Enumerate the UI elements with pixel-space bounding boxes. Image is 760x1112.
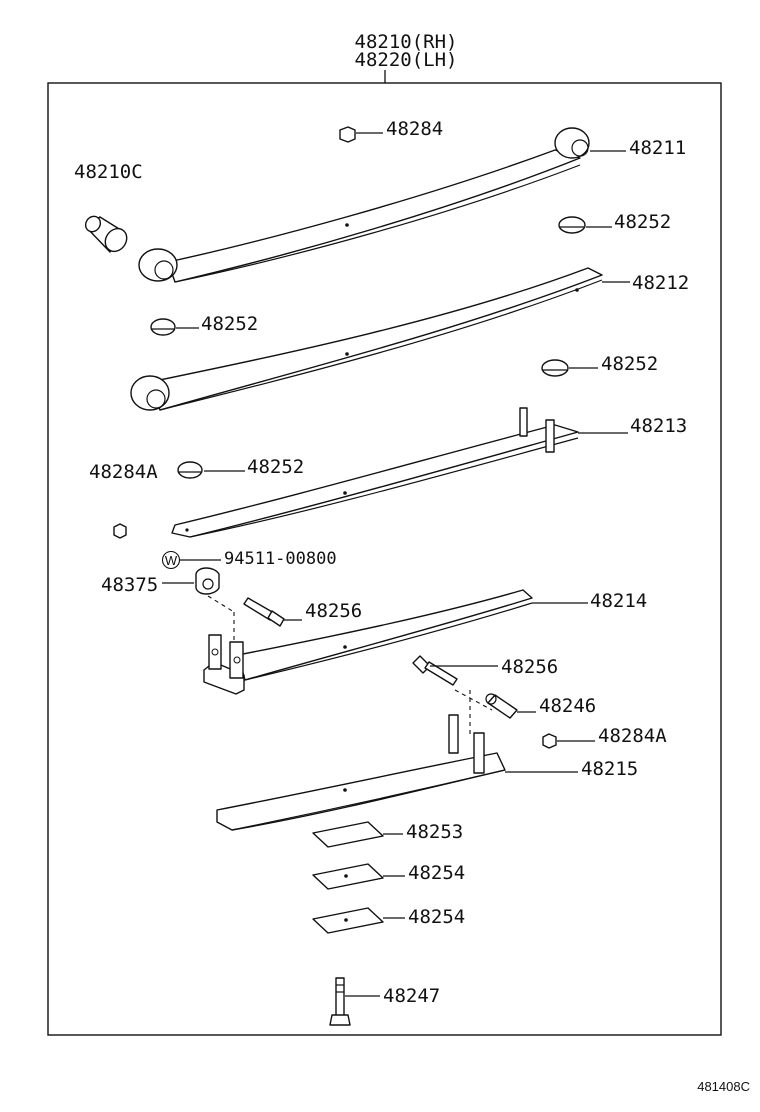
diagram-frame <box>47 82 722 1036</box>
callout-48284A-a[interactable]: 48284A <box>89 461 158 483</box>
callout-48252-c[interactable]: 48252 <box>601 353 658 375</box>
callout-48253[interactable]: 48253 <box>406 821 463 843</box>
part-48256-bolt-a[interactable] <box>243 597 285 627</box>
callout-48214[interactable]: 48214 <box>590 590 647 612</box>
callout-48284[interactable]: 48284 <box>386 118 443 140</box>
part-48375-bushing[interactable] <box>195 567 220 595</box>
callout-48254-a[interactable]: 48254 <box>408 862 465 884</box>
part-48254-plate-a[interactable] <box>312 863 384 890</box>
part-48256-bolt-b[interactable] <box>412 655 458 686</box>
callout-48256-b[interactable]: 48256 <box>501 656 558 678</box>
part-48284-nut[interactable] <box>339 126 356 143</box>
part-48284A-nut-a[interactable] <box>113 523 127 539</box>
washer-symbol-icon: W <box>161 550 181 570</box>
part-48211-main-leaf[interactable] <box>138 127 590 283</box>
callout-48213[interactable]: 48213 <box>630 415 687 437</box>
svg-text:W: W <box>165 553 178 568</box>
callout-48375[interactable]: 48375 <box>101 574 158 596</box>
part-48254-plate-b[interactable] <box>312 907 384 934</box>
callout-48247[interactable]: 48247 <box>383 985 440 1007</box>
part-48284A-nut-b[interactable] <box>542 733 557 749</box>
callout-48252-b[interactable]: 48252 <box>201 313 258 335</box>
part-48214-fourth-leaf[interactable] <box>203 589 533 695</box>
part-48252-silencer-d[interactable] <box>177 461 203 479</box>
callout-48210C[interactable]: 48210C <box>74 161 143 183</box>
assembly-title-lh: 48220(LH) <box>355 49 458 71</box>
callout-48212[interactable]: 48212 <box>632 272 689 294</box>
part-48247-center-bolt[interactable] <box>329 977 351 1026</box>
callout-94511-00800[interactable]: 94511-00800 <box>224 549 337 569</box>
part-48210C-bushing[interactable] <box>83 213 131 255</box>
diagram-reference-code: 481408C <box>697 1079 750 1094</box>
part-48212-second-leaf[interactable] <box>130 267 603 411</box>
part-48252-silencer-c[interactable] <box>541 359 569 377</box>
part-48252-silencer-b[interactable] <box>150 318 176 336</box>
part-48213-third-leaf[interactable] <box>171 407 579 538</box>
callout-48211[interactable]: 48211 <box>629 137 686 159</box>
part-48253-plate[interactable] <box>312 821 384 848</box>
callout-48256-a[interactable]: 48256 <box>305 600 362 622</box>
assembly-title-rh: 48210(RH) <box>355 31 458 53</box>
part-48215-fifth-leaf[interactable] <box>216 714 506 831</box>
callout-48246[interactable]: 48246 <box>539 695 596 717</box>
callout-48254-b[interactable]: 48254 <box>408 906 465 928</box>
callout-48215[interactable]: 48215 <box>581 758 638 780</box>
part-48252-silencer-a[interactable] <box>558 216 586 234</box>
callout-48252-a[interactable]: 48252 <box>614 211 671 233</box>
callout-48284A-b[interactable]: 48284A <box>598 725 667 747</box>
callout-48252-d[interactable]: 48252 <box>247 456 304 478</box>
part-48246-spacer[interactable] <box>485 693 518 719</box>
